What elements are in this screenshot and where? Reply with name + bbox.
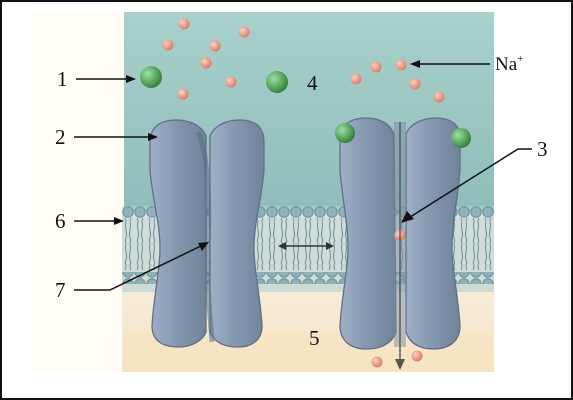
label-1: 1	[57, 67, 68, 91]
sodium-ion	[434, 92, 445, 103]
sodium-ion	[178, 89, 189, 100]
label-2: 2	[55, 125, 66, 149]
sodium-ion	[163, 40, 174, 51]
sodium-ion	[412, 351, 423, 362]
sodium-ion	[226, 77, 237, 88]
label-sodium-charge: +	[517, 53, 523, 65]
sodium-ion	[179, 19, 190, 30]
ligand-molecule-bound-left	[335, 123, 355, 143]
sodium-ion	[371, 62, 382, 73]
ligand-molecule	[140, 66, 162, 88]
sodium-ion	[396, 60, 407, 71]
sodium-ion	[201, 58, 212, 69]
label-3: 3	[537, 137, 548, 161]
sodium-ion	[210, 41, 221, 52]
sodium-ion	[372, 357, 383, 368]
ligand-molecule-bound-right	[451, 128, 471, 148]
label-sodium: Na+	[495, 53, 523, 75]
ligand-molecule	[266, 71, 288, 93]
label-6: 6	[55, 209, 66, 233]
sodium-ion	[351, 74, 362, 85]
sodium-ion	[239, 27, 250, 38]
label-sodium-symbol: Na	[495, 54, 518, 75]
label-5: 5	[309, 326, 320, 350]
sodium-ion	[410, 79, 421, 90]
label-4: 4	[307, 71, 318, 95]
label-7: 7	[55, 278, 66, 302]
